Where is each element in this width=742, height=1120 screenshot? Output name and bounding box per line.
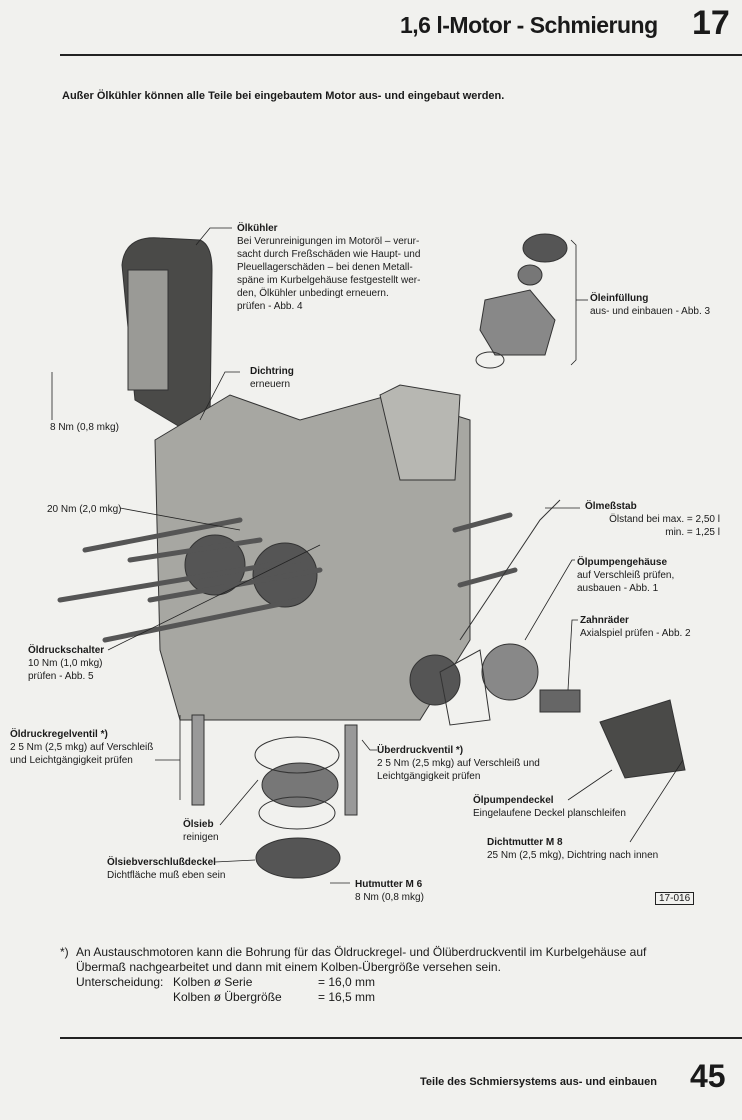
label-text: 2 5 Nm (2,5 mkg) auf Verschleiß und	[377, 758, 540, 769]
label-dichtring: Dichtring erneuern	[250, 365, 294, 391]
label-title: Ölsiebverschlußdeckel	[107, 857, 216, 868]
label-title: Öldruckregelventil *)	[10, 729, 108, 740]
label-text: min. = 1,25 l	[665, 527, 720, 538]
crankcase	[154, 394, 471, 721]
label-text: 2 5 Nm (2,5 mkg) auf Verschleiß	[10, 742, 154, 753]
label-title: Zahnräder	[580, 615, 629, 626]
label-torque-20nm: 20 Nm (2,0 mkg)	[47, 504, 122, 515]
label-title: Ölmeßstab	[585, 501, 637, 512]
label-title: Dichtmutter M 8	[487, 837, 563, 848]
footnote-line: An Austauschmotoren kann die Bohrung für…	[76, 945, 647, 959]
label-text: prüfen - Abb. 5	[28, 671, 94, 682]
label-text: auf Verschleiß prüfen,	[577, 570, 675, 581]
label-title: Ölpumpengehäuse	[577, 557, 668, 568]
label-text: ausbauen - Abb. 1	[577, 583, 659, 594]
label-text: Eingelaufene Deckel planschleifen	[473, 808, 626, 819]
label-text: den, Ölkühler unbedingt erneuern.	[237, 288, 389, 299]
label-title: Dichtring	[250, 366, 294, 377]
header-divider	[60, 54, 742, 56]
label-text: 25 Nm (2,5 mkg), Dichtring nach innen	[487, 850, 659, 861]
label-title: Öldruckschalter	[28, 645, 105, 656]
subtitle: Außer Ölkühler können alle Teile bei ein…	[62, 90, 505, 102]
label-text: Axialspiel prüfen - Abb. 2	[580, 628, 691, 639]
label-text: prüfen - Abb. 4	[237, 301, 303, 312]
label-text: aus- und einbauen - Abb. 3	[590, 306, 711, 317]
label-dichtmutter: Dichtmutter M 8 25 Nm (2,5 mkg), Dichtri…	[487, 836, 658, 862]
label-oelkuehler: Ölkühler Bei Verunreinigungen im Motoröl…	[237, 222, 420, 313]
label-ueberdruckventil: Überdruckventil *) 2 5 Nm (2,5 mkg) auf …	[377, 744, 540, 783]
label-title: Überdruckventil *)	[377, 745, 464, 756]
label-oeldruckschalter: Öldruckschalter 10 Nm (1,0 mkg) prüfen -…	[28, 644, 104, 683]
label-text: sacht durch Freßschäden wie Haupt- und	[237, 249, 421, 260]
label-title: Öleinfüllung	[590, 293, 649, 304]
label-title: Ölsieb	[183, 819, 214, 830]
page-title: 1,6 l-Motor - Schmierung	[400, 12, 658, 38]
label-title: Ölpumpendeckel	[473, 795, 554, 806]
label-text: und Leichtgängigkeit prüfen	[10, 755, 133, 766]
label-zahnraeder: Zahnräder Axialspiel prüfen - Abb. 2	[580, 614, 691, 640]
label-text: Leichtgängigkeit prüfen	[377, 771, 481, 782]
label-title: Ölkühler	[237, 223, 278, 234]
label-oelsiebverschlussdeckel: Ölsiebverschlußdeckel Dichtfläche muß eb…	[107, 856, 225, 882]
footnote-line: Übermaß nachgearbeitet und dann mit eine…	[76, 960, 501, 974]
label-oelmessstab: Ölmeßstab Ölstand bei max. = 2,50 l min.…	[560, 500, 720, 539]
label-text: 10 Nm (1,0 mkg)	[28, 658, 103, 669]
footnote-row-value: = 16,5 mm	[318, 990, 376, 1004]
label-text: Ölstand bei max. = 2,50 l	[609, 514, 720, 525]
label-text: Pleuellagerschäden – bei denen Metall-	[237, 262, 413, 273]
figure-code: 17-016	[655, 892, 695, 905]
label-text: Bei Verunreinigungen im Motoröl – verur-	[237, 236, 420, 247]
label-torque-8nm: 8 Nm (0,8 mkg)	[50, 422, 119, 433]
footer-text: Teile des Schmiersystems aus- und einbau…	[420, 1076, 657, 1088]
label-oelsieb: Ölsieb reinigen	[183, 818, 219, 844]
chapter-number: 17	[692, 4, 730, 42]
label-oelpumpendeckel: Ölpumpendeckel Eingelaufene Deckel plans…	[473, 794, 626, 820]
label-text: reinigen	[183, 832, 219, 843]
footer-divider	[60, 1037, 742, 1039]
page-number: 45	[690, 1058, 726, 1094]
footnote-row-name: Kolben ø Serie	[173, 975, 253, 989]
footnote-row-value: = 16,0 mm	[318, 975, 376, 989]
footnote-label: Unterscheidung:	[76, 975, 164, 989]
footnote-row-name: Kolben ø Übergröße	[173, 990, 282, 1004]
label-oelpumpengehaeuse: Ölpumpengehäuse auf Verschleiß prüfen, a…	[577, 556, 674, 595]
footnote-mark: *)	[60, 945, 69, 959]
label-oeleinfuellung: Öleinfüllung aus- und einbauen - Abb. 3	[590, 292, 710, 318]
footnote: *) An Austauschmotoren kann die Bohrung f…	[60, 945, 646, 1005]
label-text: erneuern	[250, 379, 291, 390]
label-text: Dichtfläche muß eben sein	[107, 870, 226, 881]
label-text: späne im Kurbelgehäuse festgestellt wer-	[237, 275, 421, 286]
label-hutmutter: Hutmutter M 6 8 Nm (0,8 mkg)	[355, 878, 424, 904]
label-oeldruckregelventil: Öldruckregelventil *) 2 5 Nm (2,5 mkg) a…	[10, 728, 153, 767]
label-text: 8 Nm (0,8 mkg)	[355, 892, 424, 903]
label-title: Hutmutter M 6	[355, 879, 423, 890]
